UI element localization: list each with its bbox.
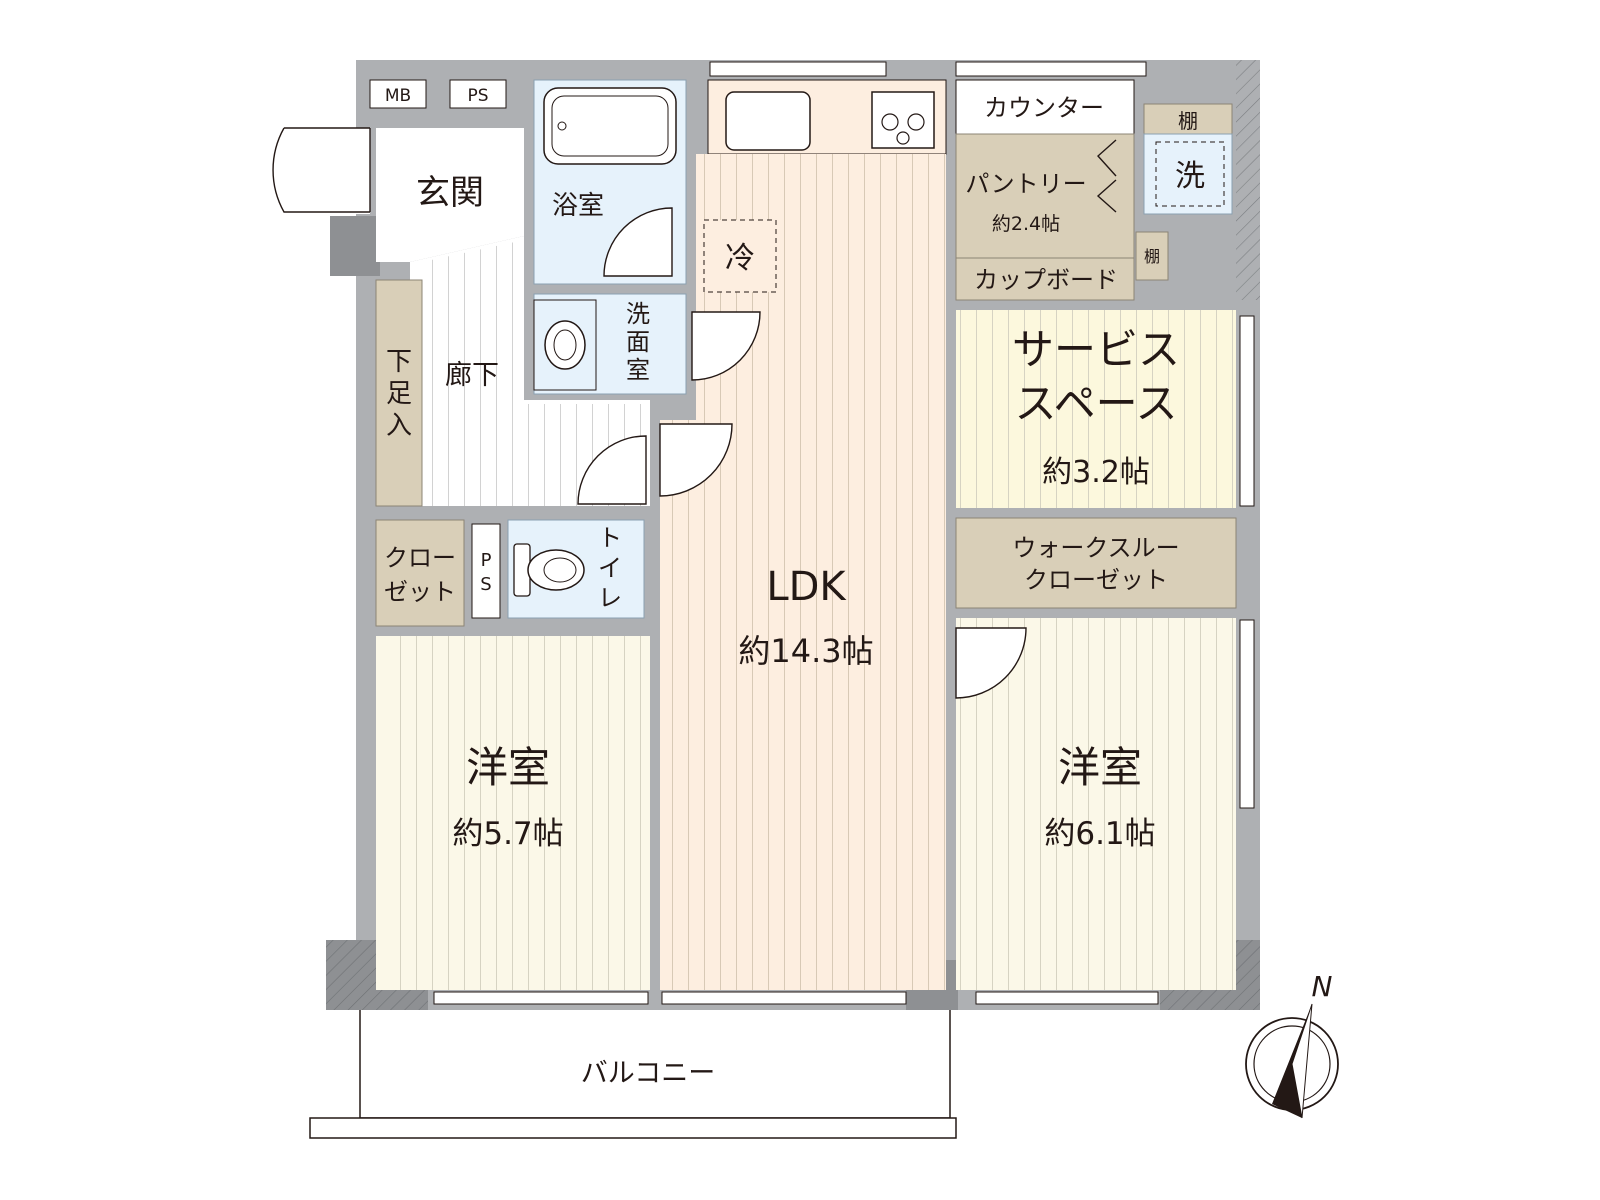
window-top-kitchen <box>709 61 887 77</box>
mb-label: MB <box>385 86 411 106</box>
toilet-label-2: イ <box>598 554 622 582</box>
pantry-area <box>955 133 1135 259</box>
western-right-name-label: 洋室 <box>1058 743 1142 792</box>
window-right-service <box>1239 315 1255 507</box>
genkan-label: 玄関 <box>416 173 484 213</box>
washbasin <box>544 320 586 370</box>
bathtub-drain <box>557 121 567 131</box>
shoe-storage-label-2: 足 <box>386 379 412 409</box>
pantry-name-label: パントリー <box>965 170 1086 198</box>
washroom-label-1: 洗 <box>626 300 650 328</box>
ps-top-label: PS <box>467 86 488 106</box>
pantry-size-label: 約2.4帖 <box>992 213 1060 235</box>
balcony-rail <box>309 1117 957 1139</box>
stove <box>871 91 935 149</box>
window-bottom-ldk <box>661 991 907 1005</box>
labels: MB PS 玄関 浴室 洗 面 室 冷 カウンター パントリー 約2.4帖 棚 … <box>384 86 1333 1089</box>
mb-box <box>369 79 427 109</box>
toilet-bowl-inner <box>543 557 577 583</box>
bath-door-swing[interactable] <box>603 207 673 277</box>
burner-1 <box>881 113 899 131</box>
compass-north-label: N <box>1312 970 1333 1003</box>
shelf-top-area <box>1143 103 1233 135</box>
burner-3 <box>896 131 910 145</box>
compass-needle-light <box>1291 1003 1313 1119</box>
ldk-size-label: 約14.3帖 <box>738 632 873 670</box>
ldk-hall-door-swing[interactable] <box>659 423 733 497</box>
ps-toilet-box <box>471 523 501 619</box>
compass <box>1245 1003 1339 1119</box>
washroom-door-swing[interactable] <box>691 311 761 381</box>
closet-area <box>375 519 465 627</box>
washer-label: 洗 <box>1175 159 1205 194</box>
toilet-label-1: ト <box>598 524 622 552</box>
shoe-storage-label-1: 下 <box>386 347 412 377</box>
shoe-storage-area <box>375 279 423 507</box>
window-bottom-right <box>975 991 1159 1005</box>
walk-through-closet-area <box>955 517 1237 609</box>
washer-pan <box>1155 141 1225 207</box>
column-top-right <box>1236 60 1260 300</box>
rooms <box>369 79 1237 990</box>
genkan-area <box>376 128 524 262</box>
bath-label: 浴室 <box>552 191 604 221</box>
toilet-bowl <box>527 549 585 591</box>
hallway-label: 廊下 <box>445 360 499 391</box>
column-left <box>330 216 380 276</box>
shelf-side-label: 棚 <box>1144 247 1160 266</box>
shelf-side-area <box>1135 231 1169 281</box>
ldk-name-label: LDK <box>766 564 847 610</box>
ps-top-box <box>449 79 507 109</box>
western-left-name-label: 洋室 <box>466 743 550 792</box>
shoe-storage-label-3: 入 <box>386 411 412 441</box>
service-space-size: 約3.2帖 <box>1042 455 1150 490</box>
washer-area <box>1143 133 1233 215</box>
closet-label-line2: ゼット <box>384 578 456 606</box>
balcony <box>309 1010 957 1139</box>
doors <box>272 127 1117 699</box>
service-space-name-line2: スペース <box>1015 379 1178 428</box>
fridge-label: 冷 <box>725 241 755 276</box>
balcony-label: バルコニー <box>581 1058 715 1089</box>
toilet-door-swing[interactable] <box>577 435 647 505</box>
walk-through-closet-line1: ウォークスルー <box>1012 534 1179 562</box>
washroom-label-2: 面 <box>626 328 650 356</box>
ps-toilet-label-2: S <box>480 574 491 595</box>
window-bottom-left <box>433 991 649 1005</box>
western-left-size-label: 約5.7帖 <box>452 816 563 852</box>
entrance-door-swing[interactable] <box>272 127 371 213</box>
pantry-door-right[interactable] <box>1096 179 1117 213</box>
pantry-door-left[interactable] <box>1097 139 1117 177</box>
cupboard-label: カップボード <box>974 266 1118 294</box>
western-left-stripes <box>388 636 650 990</box>
service-space-stripes <box>956 310 1236 508</box>
window-right-western <box>1239 619 1255 809</box>
toilet-label-3: レ <box>598 584 622 612</box>
washroom-label-3: 室 <box>626 356 650 384</box>
shelf-top-label: 棚 <box>1178 109 1198 133</box>
western-right-door-swing[interactable] <box>955 627 1027 699</box>
washbasin-inner <box>553 329 577 361</box>
windows <box>433 61 1255 1005</box>
walk-through-closet-line2: クローゼット <box>1024 566 1168 594</box>
western-right-size-label: 約6.1帖 <box>1044 816 1155 852</box>
cupboard-area <box>955 257 1135 301</box>
ps-toilet-label-1: P <box>481 550 492 571</box>
window-top-right <box>955 61 1147 77</box>
bathtub <box>543 87 677 165</box>
service-space-name-line1: サービス <box>1012 325 1180 374</box>
hallway-stripes <box>422 240 650 506</box>
fridge-space <box>703 219 777 293</box>
counter-area <box>955 79 1135 135</box>
closet-label-line1: クロー <box>384 544 456 572</box>
kitchen-sink <box>725 91 811 151</box>
bathtub-inner <box>551 95 669 157</box>
burner-2 <box>907 113 925 131</box>
counter-label: カウンター <box>984 94 1104 122</box>
